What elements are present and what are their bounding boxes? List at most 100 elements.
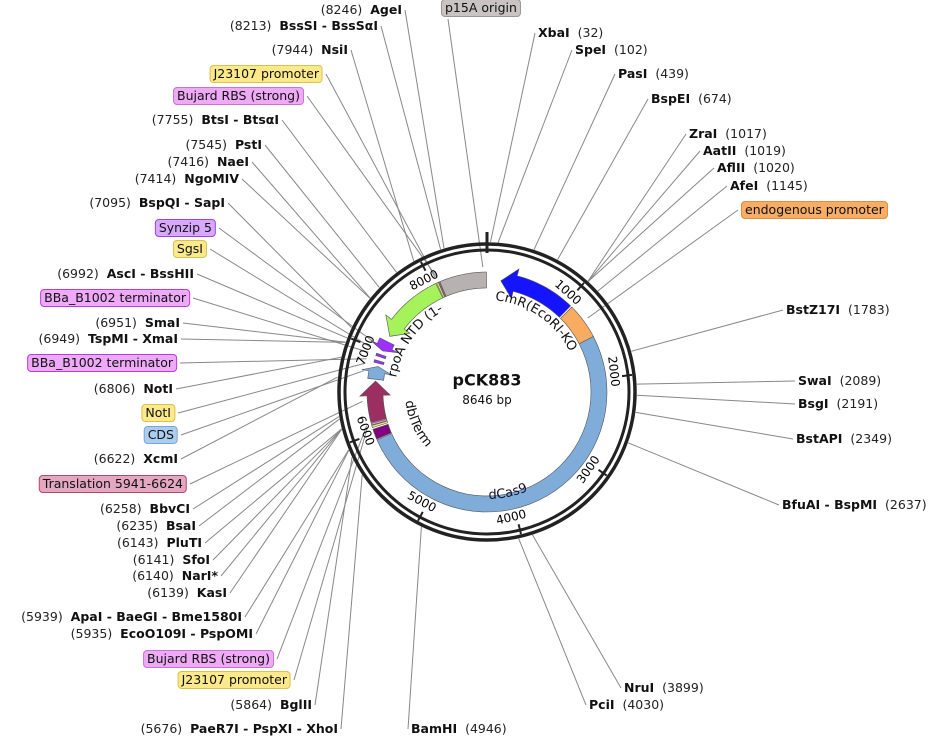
feature-bujard-rbs-2[interactable] (438, 281, 447, 298)
feature-synzip5[interactable] (370, 337, 399, 354)
restriction-site-label[interactable]: NruI (3899) (624, 680, 704, 696)
site-position: (5676) (140, 721, 183, 736)
feature-label[interactable]: BBa_B1002 terminator (40, 289, 190, 307)
restriction-site-label[interactable]: AflII (1020) (717, 160, 795, 176)
restriction-site-label[interactable]: SwaI (2089) (798, 373, 881, 389)
feature-rpoa-ntd[interactable] (385, 283, 444, 337)
feature-p15a-origin[interactable] (439, 271, 487, 297)
site-position: (2637) (885, 497, 927, 512)
restriction-site-label[interactable]: (6622) XcmI (94, 451, 178, 467)
site-position: (6622) (93, 451, 136, 466)
restriction-site-label[interactable]: (6143) PluTI (117, 535, 202, 551)
restriction-site-label[interactable]: BamHI (4946) (411, 721, 507, 737)
restriction-site-label[interactable]: BsgI (2191) (798, 396, 878, 412)
tick-mark (349, 437, 360, 444)
feature-cmr[interactable] (500, 268, 571, 318)
restriction-site-label[interactable]: BstAPI (2349) (796, 431, 892, 447)
restriction-site-label[interactable]: (6235) BsaI (116, 518, 196, 534)
restriction-site-label[interactable]: (6806) NotI (94, 381, 173, 397)
feature-label[interactable]: NotI (141, 404, 175, 422)
leader-line (489, 32, 536, 243)
leader-line (314, 457, 353, 706)
enzyme-name: BamHI (411, 721, 458, 736)
leader-line (557, 98, 649, 260)
feature-dblterm[interactable] (372, 423, 392, 440)
feature-translation[interactable] (359, 380, 391, 423)
enzyme-name: NsiI (321, 42, 348, 57)
restriction-site-label[interactable]: (6141) SfoI (133, 552, 210, 568)
site-position: (1017) (725, 126, 767, 141)
enzyme-name: EcoO109I - PspOMI (120, 626, 253, 641)
tick-mark (517, 524, 522, 535)
restriction-site-label[interactable]: (6949) TspMI - XmaI (38, 331, 178, 347)
enzyme-name: SfoI (182, 552, 210, 567)
restriction-site-label[interactable]: (8246) AgeI (321, 2, 402, 18)
leader-line (518, 538, 587, 706)
enzyme-name: SwaI (798, 373, 832, 388)
restriction-site-label[interactable]: SpeI (102) (575, 42, 648, 58)
feature-bujard-rbs[interactable] (370, 418, 388, 426)
restriction-site-label[interactable]: AfeI (1145) (730, 178, 808, 194)
feature-label[interactable]: Synzip 5 (154, 219, 216, 237)
feature-cds[interactable] (361, 366, 392, 381)
restriction-site-label[interactable]: BstZ17I (1783) (786, 302, 890, 318)
feature-bba-terminator-1[interactable] (373, 359, 385, 366)
feature-label[interactable]: Translation 5941-6624 (38, 475, 187, 493)
restriction-site-label[interactable]: (7755) BtsI - BtsαI (152, 112, 279, 128)
restriction-site-label[interactable]: (5864) BglII (230, 697, 312, 713)
restriction-site-label[interactable]: XbaI (32) (538, 25, 603, 41)
restriction-site-label[interactable]: (6992) AscI - BssHII (57, 266, 194, 282)
restriction-site-label[interactable]: (5676) PaeR7I - PspXI - XhoI (141, 721, 338, 737)
enzyme-name: NaeI (216, 154, 249, 169)
restriction-site-label[interactable]: (8213) BssSI - BssSαI (230, 18, 378, 34)
leader-line (189, 401, 363, 485)
enzyme-name: BtsI - BtsαI (201, 112, 279, 127)
restriction-site-label[interactable]: (5939) ApaI - BaeGI - Bme1580I (21, 609, 242, 625)
enzyme-name: PaeR7I - PspXI - XhoI (190, 721, 338, 736)
restriction-site-label[interactable]: (6951) SmaI (95, 315, 180, 331)
enzyme-name: NruI (624, 680, 655, 695)
enzyme-name: AscI - BssHII (106, 266, 194, 281)
restriction-site-label[interactable]: (7944) NsiI (272, 42, 348, 58)
restriction-site-label[interactable]: BspEI (674) (651, 91, 732, 107)
restriction-site-label[interactable]: AatII (1019) (703, 143, 786, 159)
feature-label[interactable]: J23107 promoter (177, 671, 291, 689)
restriction-site-label[interactable]: (7095) BspQI - SapI (89, 195, 225, 211)
restriction-site-label[interactable]: (6140) NarI* (132, 568, 218, 584)
restriction-site-label[interactable]: (7416) NaeI (167, 154, 249, 170)
enzyme-name: BsgI (798, 396, 829, 411)
feature-label[interactable]: SgsI (172, 240, 207, 258)
feature-label[interactable]: Bujard RBS (strong) (173, 87, 304, 105)
feature-j23107-promoter[interactable] (371, 420, 389, 428)
leader-line (587, 167, 715, 282)
feature-label[interactable]: endogenous promoter (741, 201, 888, 219)
site-position: (6143) (116, 535, 159, 550)
feature-bba-terminator-2[interactable] (375, 352, 387, 360)
feature-label[interactable]: BBa_B1002 terminator (27, 354, 177, 372)
feature-label[interactable]: CDS (143, 426, 178, 444)
enzyme-name: AgeI (370, 2, 402, 17)
restriction-site-label[interactable]: PasI (439) (618, 66, 689, 82)
leader-line (635, 411, 794, 440)
feature-label[interactable]: J23107 promoter (209, 65, 323, 83)
leader-line (533, 73, 616, 250)
restriction-site-label[interactable]: (6139) KasI (147, 585, 227, 601)
enzyme-name: KasI (196, 585, 227, 600)
restriction-site-label[interactable]: (5935) EcoO109I - PspOMI (71, 626, 253, 642)
site-position: (4946) (465, 721, 507, 736)
restriction-site-label[interactable]: ZraI (1017) (689, 126, 767, 142)
feature-label[interactable]: p15A origin (441, 0, 521, 17)
feature-j23107-promoter-2[interactable] (436, 281, 446, 299)
restriction-site-label[interactable]: (7545) PstI (185, 137, 262, 153)
plasmid-length: 8646 bp (462, 393, 512, 407)
feature-dcas9[interactable] (376, 336, 608, 513)
feature-label[interactable]: Bujard RBS (strong) (143, 650, 274, 668)
leader-line (241, 178, 371, 299)
restriction-site-label[interactable]: BfuAI - BspMI (2637) (782, 497, 927, 513)
restriction-site-label[interactable]: PciI (4030) (589, 697, 664, 713)
restriction-site-label[interactable]: (6258) BbvCI (100, 501, 190, 517)
enzyme-name: PstI (234, 137, 262, 152)
site-position: (2191) (836, 396, 879, 411)
restriction-site-label[interactable]: (7414) NgoMIV (135, 171, 239, 187)
leader-line (175, 356, 342, 390)
